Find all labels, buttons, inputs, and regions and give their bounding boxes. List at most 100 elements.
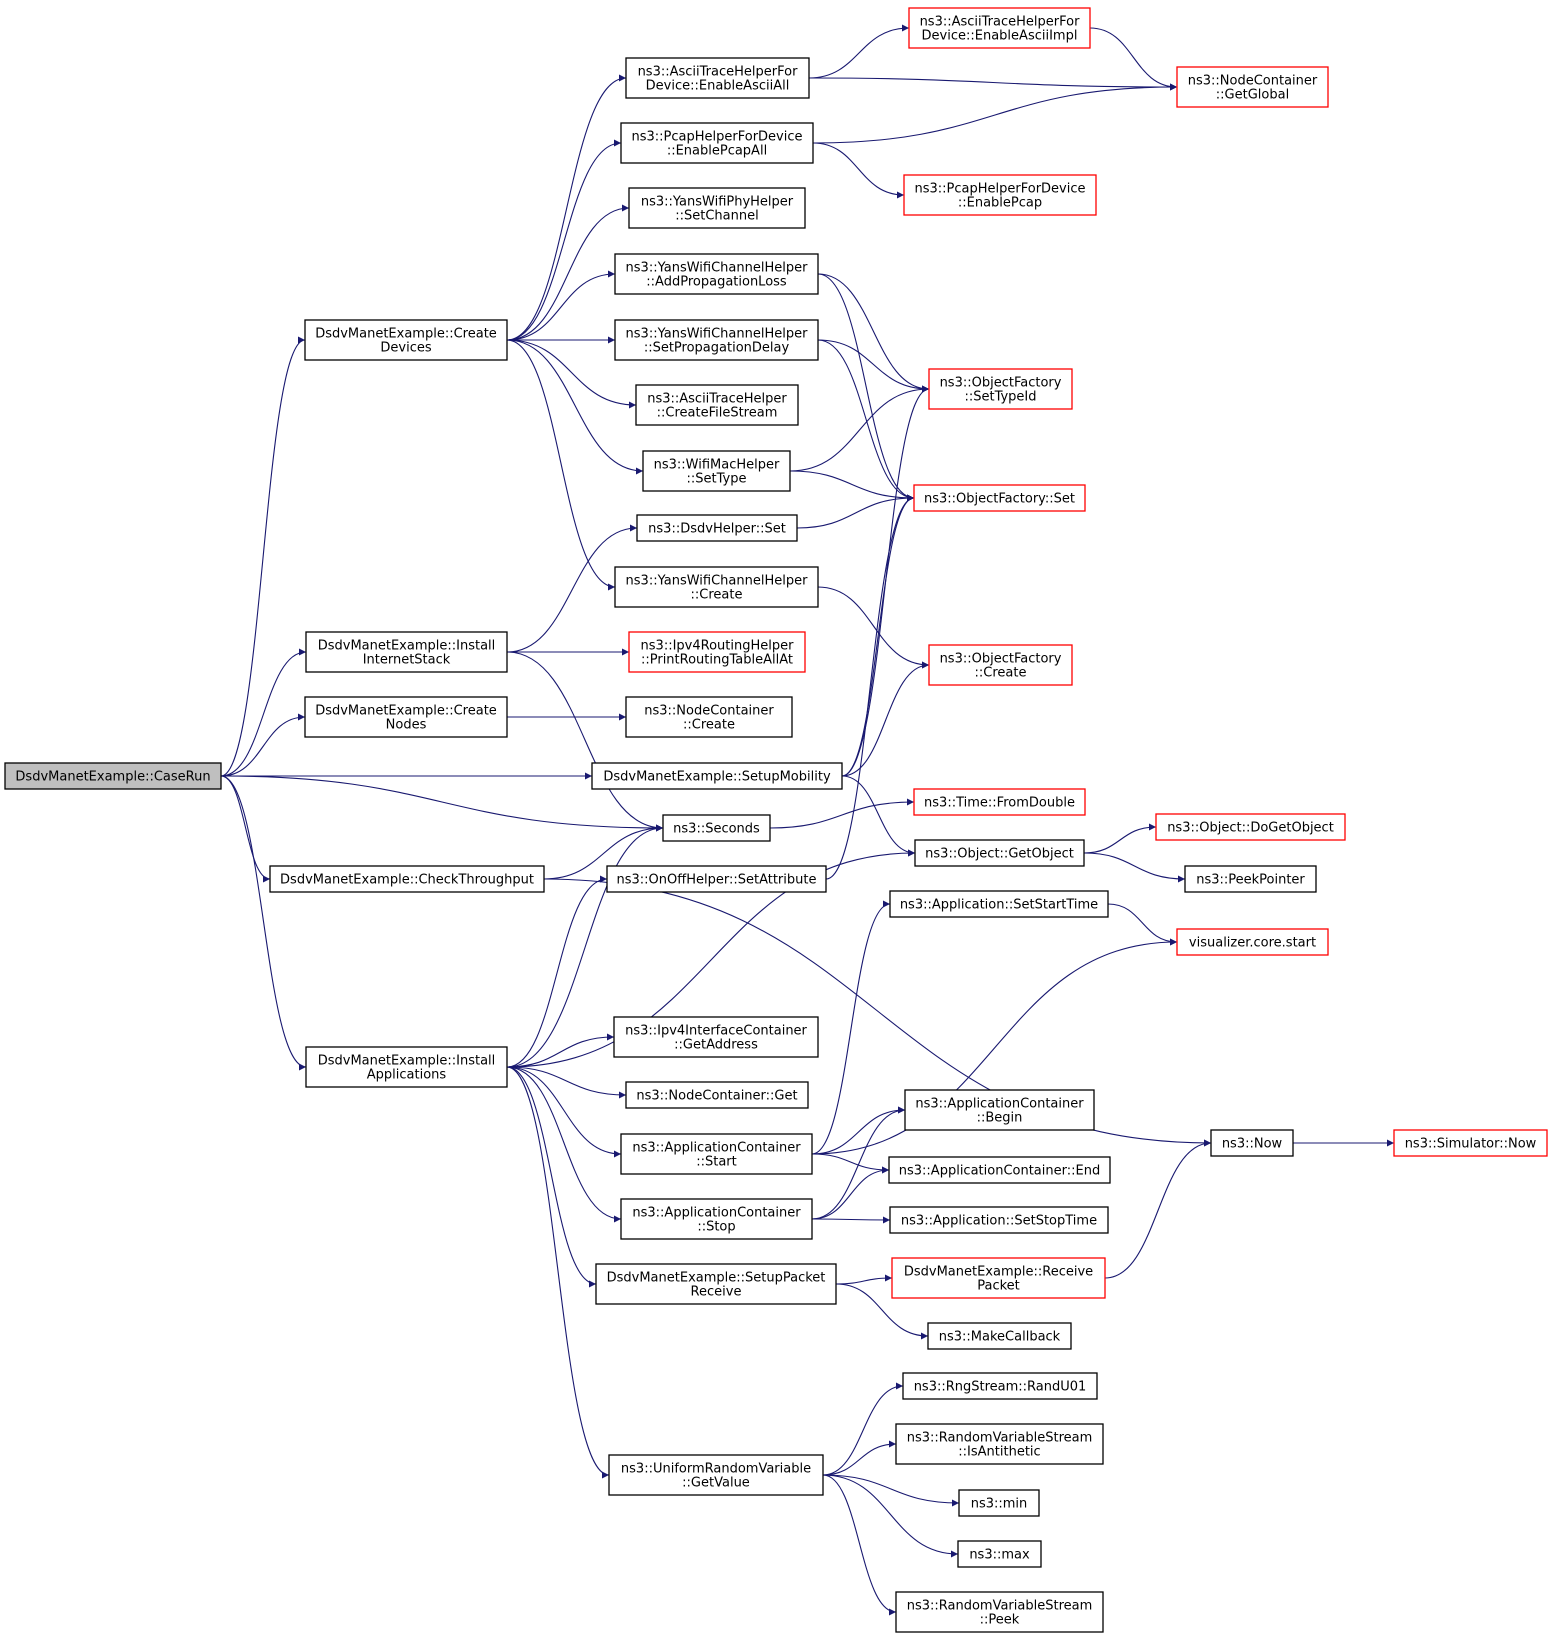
edge-installapplications-to-appcontainerstop (506, 1066, 622, 1223)
node-nodecontainercreate[interactable]: ns3::NodeContainer::Create (625, 696, 793, 738)
node-wifimacsettype[interactable]: ns3::WifiMacHelper::SetType (642, 450, 791, 492)
node-label: ns3::PeekPointer (1196, 873, 1305, 888)
node-enableasciiall[interactable]: ns3::AsciiTraceHelperForDevice::EnableAs… (625, 57, 810, 99)
node-label: ns3::Object::GetObject (925, 847, 1074, 862)
edge-addpropagationloss-to-objectfactoryset (817, 273, 915, 502)
node-createfilestream[interactable]: ns3::AsciiTraceHelper::CreateFileStream (635, 384, 799, 426)
node-nsnow[interactable]: ns3::Now (1210, 1129, 1294, 1157)
node-label: ns3::AsciiTraceHelperFor (638, 65, 799, 80)
node-setpropagationdelay[interactable]: ns3::YansWifiChannelHelper::SetPropagati… (614, 319, 819, 361)
node-uniformgetvalue[interactable]: ns3::UniformRandomVariable::GetValue (608, 1454, 824, 1496)
edge-installapplications-to-onoffsetattribute (506, 875, 608, 1068)
edge-setuppacketreceive-to-makecallback (835, 1283, 929, 1340)
node-label: ::AddPropagationLoss (646, 275, 787, 290)
node-box (1176, 928, 1329, 956)
edge-caserun-to-installinternetstack (220, 648, 307, 777)
edge-uniformgetvalue-to-nsmin (822, 1474, 960, 1507)
node-yanschannelcreate[interactable]: ns3::YansWifiChannelHelper::Create (614, 566, 819, 608)
node-label: ns3::max (969, 1548, 1030, 1563)
node-label: Receive (691, 1285, 742, 1300)
node-objectfactoryset[interactable]: ns3::ObjectFactory::Set (913, 484, 1086, 512)
edge-installapplications-to-setuppacketreceive (506, 1066, 597, 1288)
node-label: DsdvManetExample::SetupMobility (603, 770, 831, 785)
node-objectdogetobject[interactable]: ns3::Object::DoGetObject (1155, 813, 1346, 841)
node-box (4, 762, 222, 790)
node-onoffsetattribute[interactable]: ns3::OnOffHelper::SetAttribute (606, 865, 827, 893)
node-checkthroughput[interactable]: DsdvManetExample::CheckThroughput (269, 865, 545, 893)
node-nodecontainerget[interactable]: ns3::NodeContainer::Get (625, 1081, 809, 1109)
node-isantithetic[interactable]: ns3::RandomVariableStream::IsAntithetic (895, 1423, 1104, 1465)
node-label: ns3::ApplicationContainer (632, 1206, 801, 1221)
node-nsmin[interactable]: ns3::min (958, 1489, 1040, 1517)
node-ipv4getaddress[interactable]: ns3::Ipv4InterfaceContainer::GetAddress (613, 1016, 819, 1058)
node-objectfactorysettypeid[interactable]: ns3::ObjectFactory::SetTypeId (928, 368, 1073, 410)
node-timefromdouble[interactable]: ns3::Time::FromDouble (913, 788, 1086, 816)
node-box (958, 1489, 1040, 1517)
node-label: ns3::YansWifiChannelHelper (626, 574, 809, 589)
node-enablepcapall[interactable]: ns3::PcapHelperForDevice::EnablePcapAll (620, 122, 814, 164)
edge-installapplications-to-appcontainerstart (506, 1066, 622, 1158)
node-visualizerstart[interactable]: visualizer.core.start (1176, 928, 1329, 956)
edge-onoffsetattribute-to-objectfactoryset (825, 494, 915, 880)
node-box (902, 1372, 1098, 1400)
node-addpropagationloss[interactable]: ns3::YansWifiChannelHelper::AddPropagati… (614, 253, 819, 295)
edge-createdevices-to-yanschannelcreate (506, 339, 616, 591)
edge-createdevices-to-wifimacsettype (506, 339, 644, 475)
node-enableasciiimpl[interactable]: ns3::AsciiTraceHelperForDevice::EnableAs… (908, 7, 1091, 49)
node-appcontainerstart[interactable]: ns3::ApplicationContainer::Start (620, 1133, 813, 1175)
node-appsetstarttime[interactable]: ns3::Application::SetStartTime (889, 890, 1109, 918)
node-label: ns3::UniformRandomVariable (621, 1462, 811, 1477)
edge-installinternetstack-to-dsdvhelperset (506, 524, 638, 653)
node-box (1184, 865, 1317, 893)
node-box (625, 57, 810, 99)
node-label: DsdvManetExample::Install (318, 639, 496, 654)
node-box (628, 631, 806, 673)
node-rvspeek[interactable]: ns3::RandomVariableStream::Peek (895, 1591, 1104, 1633)
edge-createdevices-to-enableasciiall (506, 74, 627, 341)
node-objectgetobject[interactable]: ns3::Object::GetObject (914, 839, 1085, 867)
node-label: ns3::AsciiTraceHelper (647, 392, 787, 407)
node-nsmax[interactable]: ns3::max (957, 1540, 1042, 1568)
node-appcontainerbegin[interactable]: ns3::ApplicationContainer::Begin (904, 1089, 1095, 1131)
node-label: ns3::MakeCallback (939, 1330, 1061, 1345)
node-printroutingtableallat[interactable]: ns3::Ipv4RoutingHelper::PrintRoutingTabl… (628, 631, 806, 673)
node-caserun[interactable]: DsdvManetExample::CaseRun (4, 762, 222, 790)
node-setchannel[interactable]: ns3::YansWifiPhyHelper::SetChannel (628, 187, 806, 229)
node-makecallback[interactable]: ns3::MakeCallback (927, 1322, 1072, 1350)
node-box (1155, 813, 1346, 841)
node-label: ns3::YansWifiChannelHelper (626, 327, 809, 342)
edge-uniformgetvalue-to-randu01 (822, 1382, 904, 1476)
node-label: ns3::NodeContainer (644, 704, 774, 719)
node-label: ::Create (683, 718, 735, 733)
edge-objectgetobject-to-objectdogetobject (1083, 823, 1157, 854)
node-objectfactorycreate[interactable]: ns3::ObjectFactory::Create (928, 644, 1073, 686)
node-label: ::Stop (697, 1220, 735, 1235)
node-label: ::Begin (977, 1111, 1023, 1126)
node-dsdvhelperset[interactable]: ns3::DsdvHelper::Set (636, 514, 798, 542)
node-appcontainerend[interactable]: ns3::ApplicationContainer::End (888, 1156, 1111, 1184)
node-box (635, 384, 799, 426)
edge-appcontainerstart-to-appcontainerbegin (811, 1106, 906, 1155)
node-simulatornow[interactable]: ns3::Simulator::Now (1393, 1129, 1548, 1157)
node-peekpointer[interactable]: ns3::PeekPointer (1184, 865, 1317, 893)
node-box (903, 174, 1097, 216)
node-seconds[interactable]: ns3::Seconds (662, 814, 771, 842)
node-appsetstoptime[interactable]: ns3::Application::SetStopTime (889, 1206, 1109, 1234)
node-pcapenablepcap[interactable]: ns3::PcapHelperForDevice::EnablePcap (903, 174, 1097, 216)
node-appcontainerstop[interactable]: ns3::ApplicationContainer::Stop (620, 1198, 813, 1240)
node-nodecontainergetglobal[interactable]: ns3::NodeContainer::GetGlobal (1176, 66, 1329, 108)
node-label: ns3::Simulator::Now (1405, 1137, 1537, 1152)
edge-appcontainerstop-to-appcontainerbegin (811, 1106, 906, 1220)
node-label: Nodes (386, 718, 427, 733)
node-randu01[interactable]: ns3::RngStream::RandU01 (902, 1372, 1098, 1400)
edge-objectgetobject-to-peekpointer (1083, 852, 1186, 883)
node-setupmobility[interactable]: DsdvManetExample::SetupMobility (591, 762, 843, 790)
node-label: ::SetType (687, 472, 747, 487)
node-box (1393, 1129, 1548, 1157)
